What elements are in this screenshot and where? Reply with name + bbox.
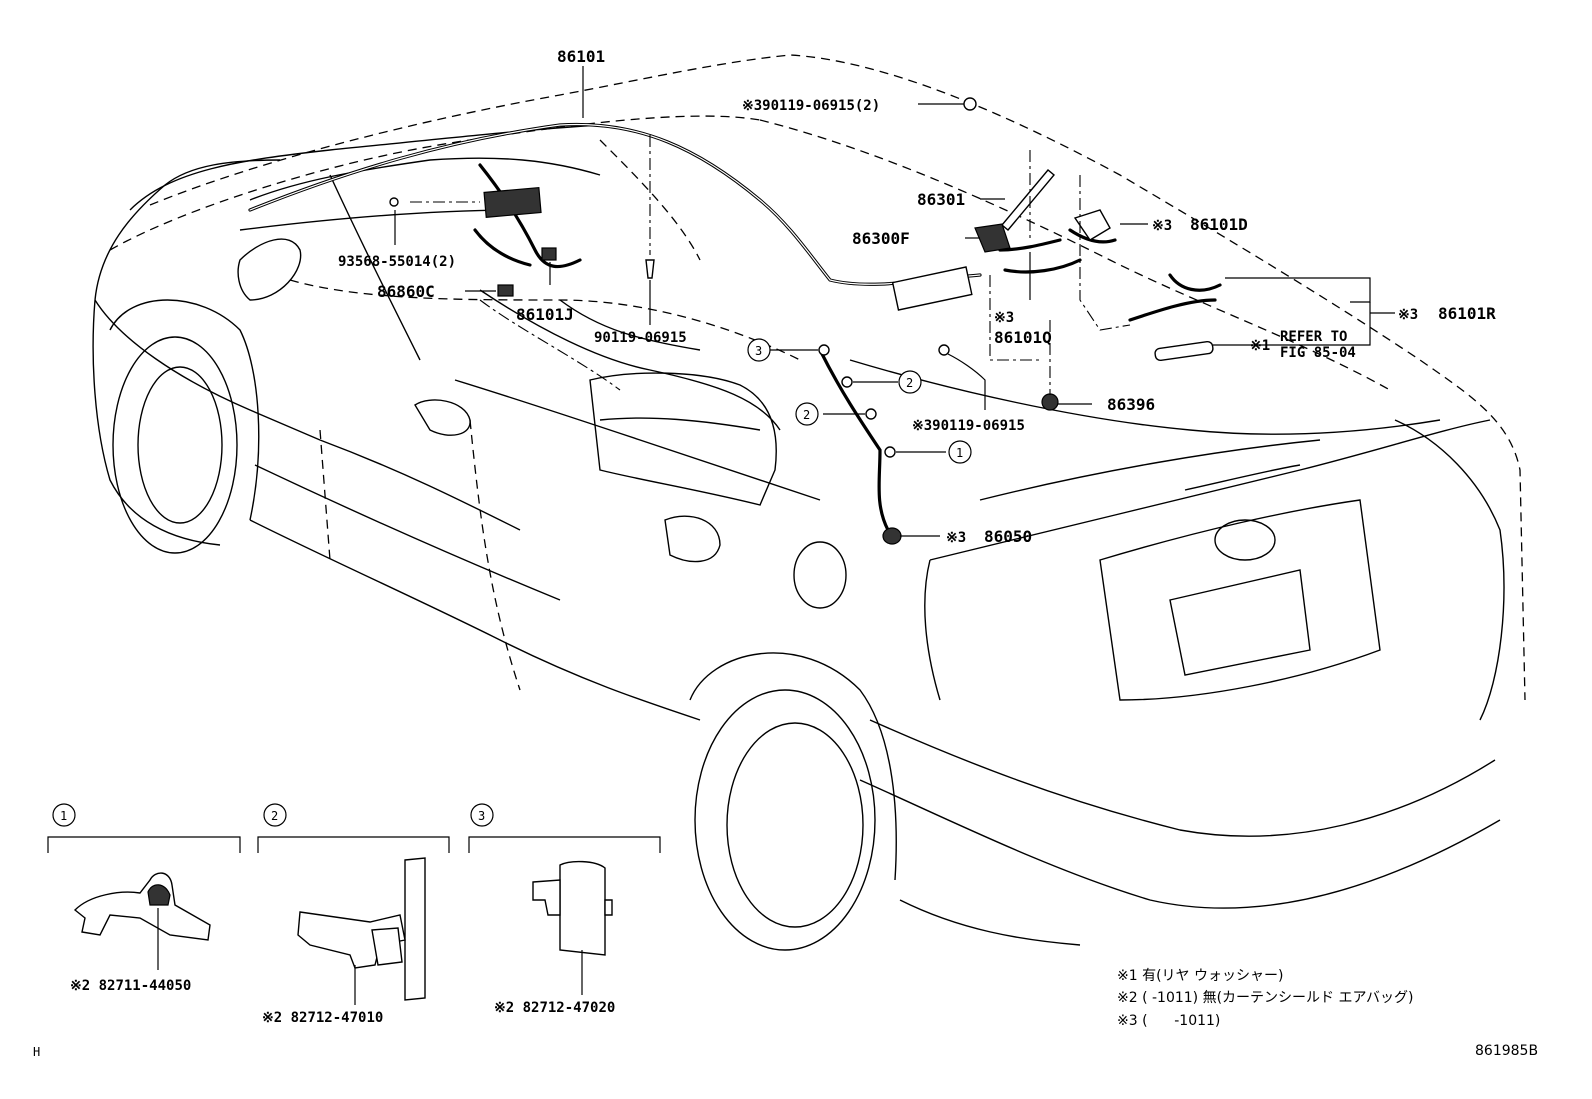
label-90119-right: ※390119-06915 (912, 418, 1025, 434)
label-86101Q-mark: ※3 (994, 310, 1014, 326)
detail-2-number: 2 (271, 809, 278, 823)
footer-left: H (33, 1045, 40, 1059)
label-86101R: 86101R (1438, 304, 1496, 323)
leader-lines (394, 66, 1395, 537)
callout-2-upper: 2 (898, 370, 922, 394)
harness-86101D (1068, 228, 1117, 244)
label-86050-mark: ※3 (946, 530, 966, 546)
clip-point-1 (884, 446, 896, 458)
label-90119-top: ※390119-06915(2) (742, 98, 880, 114)
part-86101J-connector (541, 247, 557, 261)
label-86300F: 86300F (852, 229, 910, 248)
label-refer-mark: ※1 (1250, 338, 1270, 354)
part-ecu-box (483, 186, 542, 218)
label-86101D-mark: ※3 (1152, 218, 1172, 234)
label-86101J: 86101J (516, 305, 574, 324)
part-90119-top-screw (963, 97, 977, 111)
clip-point-3 (818, 344, 830, 356)
part-86050-sensor (882, 527, 902, 545)
part-refer-item (1154, 340, 1214, 362)
note-1: ※1 有(リヤ ウォッシャー) (1117, 968, 1283, 984)
part-86101D-clip (1073, 209, 1111, 241)
part-86860C-clamp (497, 284, 514, 297)
harness-86101Q (998, 238, 1082, 274)
label-86101D: 86101D (1190, 215, 1248, 234)
label-86860C: 86860C (377, 282, 435, 301)
label-93568: 93568-55014(2) (338, 254, 456, 270)
detail-2: 2 ※2 82712-47010 (257, 803, 450, 1026)
detail-3: 3 ※2 82712-47020 (468, 803, 661, 1016)
part-90119-mid-bolt (645, 259, 655, 279)
footer-right: 861985B (1475, 1043, 1538, 1059)
callout-2-lower: 2 (795, 402, 819, 426)
harness-86101R (1128, 273, 1222, 322)
svg-text:2: 2 (906, 376, 913, 390)
detail-3-part: ※2 82712-47020 (494, 1000, 615, 1016)
detail-2-part: ※2 82712-47010 (262, 1010, 383, 1026)
part-93568-screw (389, 197, 399, 207)
label-86101: 86101 (557, 47, 605, 66)
part-90119-right-bolt (938, 344, 950, 356)
note-2: ※2 ( -1011) 無(カーテンシールド エアバッグ) (1117, 990, 1413, 1006)
detail-1: 1 ※2 82711-44050 (47, 803, 241, 994)
label-86301: 86301 (917, 190, 965, 209)
label-86050: 86050 (984, 527, 1032, 546)
callout-1-main: 1 (948, 440, 972, 464)
dashdot-lines (410, 135, 1131, 395)
label-refer-line2: FIG 85-04 (1280, 345, 1356, 361)
car-body (92, 54, 1526, 951)
harness-86050 (818, 348, 890, 532)
detail-1-number: 1 (60, 809, 67, 823)
label-86101Q: 86101Q (994, 328, 1052, 347)
part-86396-grommet (1041, 393, 1059, 411)
svg-text:3: 3 (755, 344, 762, 358)
svg-text:2: 2 (803, 408, 810, 422)
label-86101R-mark: ※3 (1398, 307, 1418, 323)
harness-86101J (473, 163, 582, 269)
clip-point-2b (865, 408, 877, 420)
clip-point-2a (841, 376, 853, 388)
callout-3-main: 3 (747, 338, 771, 362)
label-refer-line1: REFER TO (1280, 329, 1347, 345)
part-86300F-amp (891, 266, 973, 311)
harness-86101 (248, 122, 982, 286)
label-90119-mid: 90119-06915 (594, 330, 687, 346)
part-86300F-bracket (974, 223, 1011, 253)
label-86396: 86396 (1107, 395, 1155, 414)
detail-3-number: 3 (478, 809, 485, 823)
note-3: ※3 ( -1011) (1117, 1013, 1220, 1029)
svg-text:1: 1 (956, 446, 963, 460)
part-86301-antenna (1001, 169, 1055, 231)
detail-1-part: ※2 82711-44050 (70, 978, 191, 994)
